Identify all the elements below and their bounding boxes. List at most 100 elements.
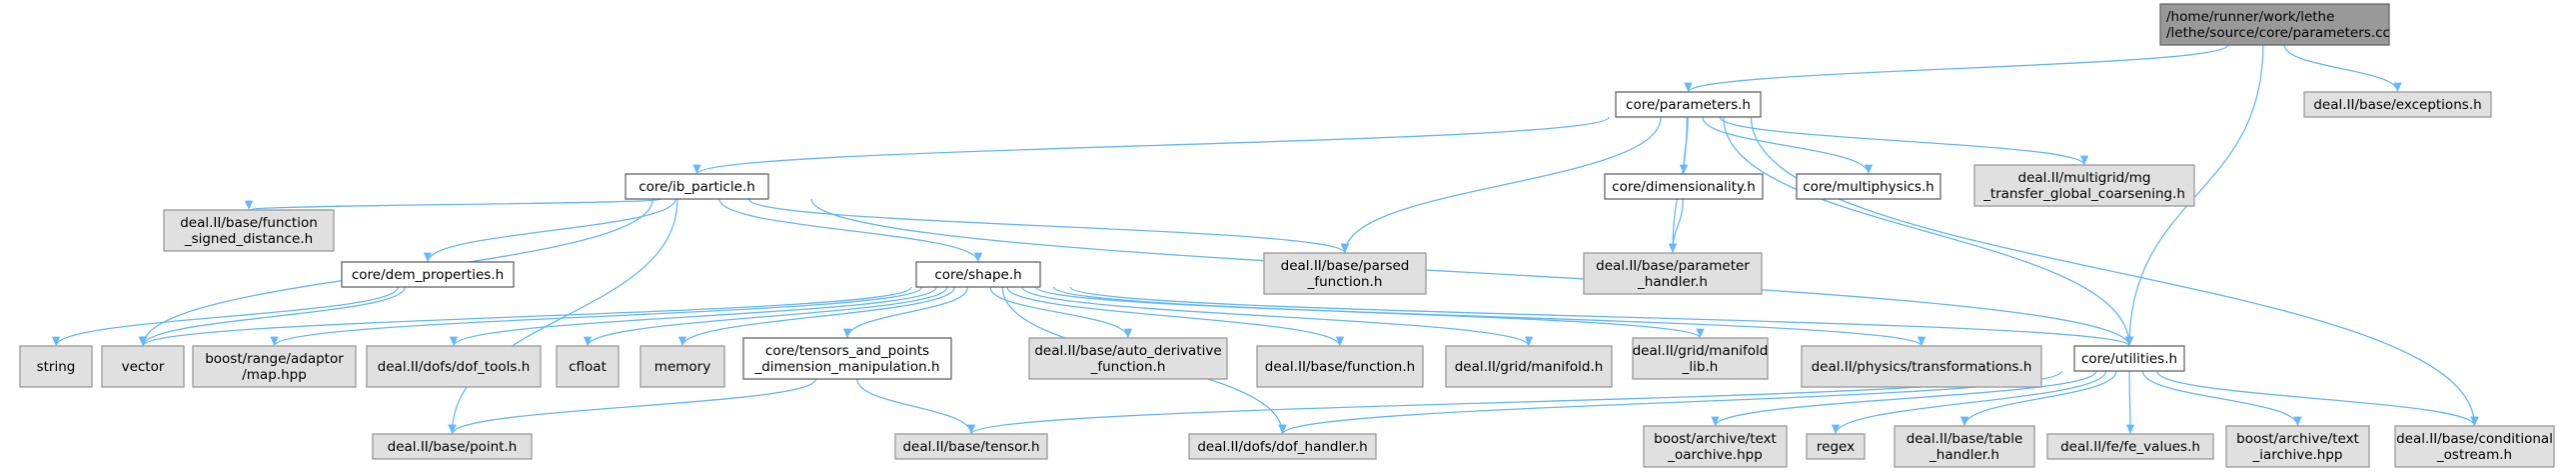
node-root[interactable]: /home/runner/work/lethe/lethe/source/cor… bbox=[2159, 3, 2390, 46]
node-label: _handler.h bbox=[1929, 447, 1999, 463]
node-boost-range-map: boost/range/adaptor/map.hpp bbox=[192, 345, 357, 388]
node-dealii-auto-derivative: deal.II/base/auto_derivative_function.h bbox=[1028, 337, 1228, 380]
node-regex: regex bbox=[1806, 433, 1866, 460]
edge-core_tensors_points-to-dealii_tensor bbox=[856, 378, 976, 435]
node-dealii-fe-values: deal.II/fe/fe_values.h bbox=[2046, 433, 2214, 460]
node-label: deal.II/base/function bbox=[180, 215, 318, 231]
node-label: _ostream.h bbox=[2436, 447, 2512, 463]
node-dealii-grid-manifold-lib: deal.II/grid/manifold_lib.h bbox=[1632, 337, 1769, 380]
node-box bbox=[1801, 345, 2042, 388]
node-label: deal.II/dofs/dof_tools.h bbox=[378, 359, 531, 375]
edge-core_ib_particle-to-dealii_parsed_function bbox=[747, 198, 1349, 254]
node-label: boost/archive/text bbox=[2236, 431, 2359, 447]
edge-core_shape-to-dealii_dof_tools bbox=[449, 286, 937, 347]
edge-core_shape-to-dealii_function bbox=[1006, 286, 1345, 347]
edge-core_shape-to-core_tensors_points bbox=[842, 286, 969, 339]
edge-core_utilities-to-boost_text_oarchive bbox=[1711, 370, 2097, 427]
node-box bbox=[2225, 425, 2370, 468]
edge-core_dem_properties-to-vector bbox=[138, 286, 406, 347]
edge-core_shape-to-cfloat bbox=[583, 286, 948, 347]
node-dealii-parameter-handler: deal.II/base/parameter_handler.h bbox=[1583, 252, 1763, 295]
node-boost-text-oarchive: boost/archive/text_oarchive.hpp bbox=[1643, 425, 1788, 468]
node-box bbox=[1615, 91, 1762, 118]
node-label: deal.II/base/exceptions.h bbox=[2313, 97, 2481, 113]
node-label: core/dimensionality.h bbox=[1612, 179, 1756, 195]
node-label: deal.II/base/parameter bbox=[1596, 258, 1750, 274]
node-dealii-function: deal.II/base/function.h bbox=[1256, 345, 1424, 388]
node-label: _iarchive.hpp bbox=[2251, 447, 2342, 463]
node-dealii-dof-handler: deal.II/dofs/dof_handler.h bbox=[1188, 433, 1377, 460]
node-label: _lib.h bbox=[1682, 359, 1719, 375]
node-boost-text-iarchive: boost/archive/text_iarchive.hpp bbox=[2225, 425, 2370, 468]
node-label: /home/runner/work/lethe bbox=[2166, 9, 2334, 25]
node-dealii-dof-tools: deal.II/dofs/dof_tools.h bbox=[366, 345, 542, 388]
node-box bbox=[1256, 345, 1424, 388]
node-dealii-mg-transfer: deal.II/multigrid/mg_transfer_global_coa… bbox=[1973, 164, 2195, 207]
node-box bbox=[742, 337, 952, 380]
edge-root-to-dealii_exceptions bbox=[2283, 44, 2402, 93]
node-label: string bbox=[37, 359, 76, 375]
node-label: core/dem_properties.h bbox=[352, 267, 504, 283]
node-label: _oarchive.hpp bbox=[1667, 447, 1763, 463]
node-box bbox=[2073, 345, 2185, 372]
node-box bbox=[1445, 345, 1613, 388]
node-box bbox=[2046, 433, 2214, 460]
edge-core_utilities-to-dealii_conditional_ostream bbox=[2155, 370, 2479, 427]
node-box bbox=[1796, 173, 1941, 200]
node-label: deal.II/physics/transformations.h bbox=[1812, 359, 2032, 375]
node-core-multiphysics[interactable]: core/multiphysics.h bbox=[1796, 173, 1941, 200]
node-core-ib-particle[interactable]: core/ib_particle.h bbox=[625, 173, 769, 200]
node-label: deal.II/base/auto_derivative bbox=[1034, 343, 1221, 359]
node-core-shape[interactable]: core/shape.h bbox=[915, 261, 1041, 288]
edge-core_parameters-to-core_multiphysics bbox=[1702, 116, 1874, 175]
node-label: core/parameters.h bbox=[1626, 97, 1751, 113]
edge-core_parameters-to-dealii_parsed_function bbox=[1340, 116, 1662, 254]
node-box bbox=[640, 345, 725, 388]
node-box bbox=[192, 345, 357, 388]
node-label: core/multiphysics.h bbox=[1803, 179, 1934, 195]
node-box bbox=[1806, 433, 1866, 460]
node-core-utilities[interactable]: core/utilities.h bbox=[2073, 345, 2185, 372]
edge-core_utilities-to-regex bbox=[1831, 370, 2107, 435]
node-core-dimensionality[interactable]: core/dimensionality.h bbox=[1604, 173, 1764, 200]
node-label: deal.II/base/function.h bbox=[1265, 359, 1415, 375]
node-label: _signed_distance.h bbox=[184, 231, 313, 247]
node-box bbox=[1028, 337, 1228, 380]
node-box bbox=[1604, 173, 1764, 200]
edge-core_utilities-to-boost_text_iarchive bbox=[2141, 370, 2302, 427]
node-label: _transfer_global_coarsening.h bbox=[1982, 186, 2185, 202]
node-core-tensors-points[interactable]: core/tensors_and_points_dimension_manipu… bbox=[742, 337, 952, 380]
node-box bbox=[2394, 425, 2555, 468]
edge-core_ib_particle-to-core_dem_properties bbox=[423, 198, 676, 263]
node-box bbox=[1632, 337, 1769, 380]
node-label: core/shape.h bbox=[934, 267, 1021, 283]
node-box bbox=[341, 261, 515, 288]
node-dealii-transformations: deal.II/physics/transformations.h bbox=[1801, 345, 2042, 388]
node-label: deal.II/base/parsed bbox=[1281, 258, 1410, 274]
node-box bbox=[372, 433, 533, 460]
edge-core_ib_particle-to-core_utilities bbox=[810, 198, 2133, 347]
node-label: core/tensors_and_points bbox=[765, 343, 929, 359]
node-label: deal.II/base/tensor.h bbox=[902, 439, 1039, 455]
edge-core_shape-to-dealii_grid_manifold bbox=[1021, 286, 1533, 347]
edge-core_parameters-to-dealii_mg_transfer bbox=[1719, 116, 2089, 166]
node-label: deal.II/grid/manifold.h bbox=[1455, 359, 1604, 375]
edge-core_parameters-to-core_utilities bbox=[1723, 116, 2134, 347]
node-label: deal.II/base/conditional bbox=[2396, 431, 2553, 447]
node-layer: /home/runner/work/lethe/lethe/source/cor… bbox=[19, 3, 2555, 468]
node-box bbox=[19, 345, 93, 388]
edge-core_parameters-to-dealii_conditional_ostream bbox=[1750, 116, 2479, 427]
node-label: deal.II/base/table bbox=[1907, 431, 2023, 447]
node-core-parameters[interactable]: core/parameters.h bbox=[1615, 91, 1762, 118]
node-dealii-table-handler: deal.II/base/table_handler.h bbox=[1894, 425, 2035, 468]
node-vector: vector bbox=[101, 345, 185, 388]
node-label: memory bbox=[654, 359, 710, 375]
edge-core_dem_properties-to-string bbox=[51, 286, 399, 347]
node-core-dem-properties[interactable]: core/dem_properties.h bbox=[341, 261, 515, 288]
node-cfloat: cfloat bbox=[556, 345, 620, 388]
node-label: _handler.h bbox=[1637, 274, 1708, 290]
node-label: deal.II/fe/fe_values.h bbox=[2060, 439, 2200, 455]
edge-core_shape-to-dealii_auto_derivative bbox=[989, 286, 1133, 339]
node-label: regex bbox=[1817, 439, 1855, 455]
